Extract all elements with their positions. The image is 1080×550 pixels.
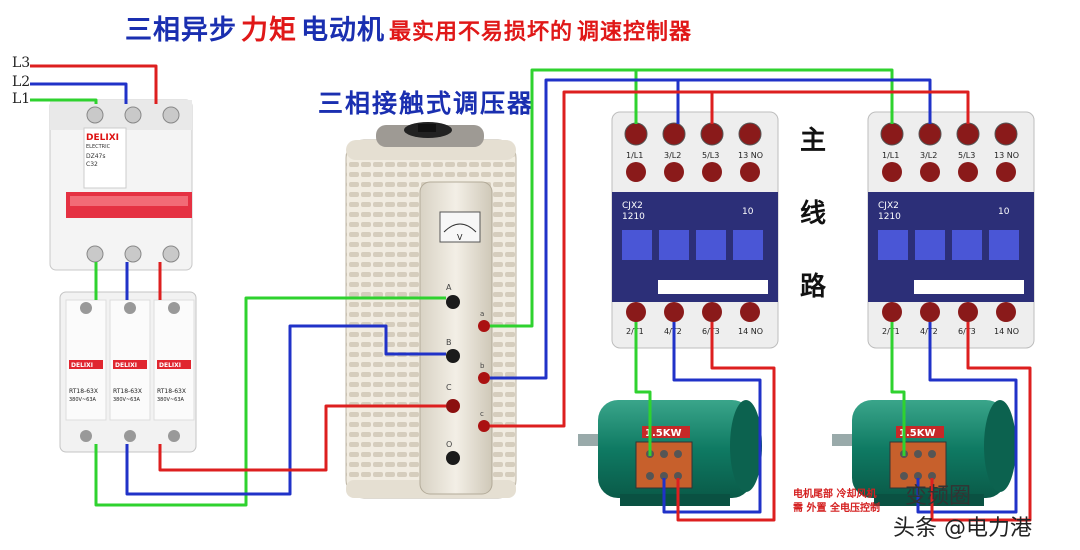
wire-l3-fuse-regulator: [158, 404, 446, 472]
wire-a-output-c2: [636, 68, 894, 124]
contactor-1-rating: 10: [742, 207, 754, 217]
regulator-title: 三相接触式调压器: [318, 89, 535, 118]
fuse-brand-3: DELIXI: [159, 362, 181, 369]
main-line-char-3: 路: [800, 272, 827, 302]
contactor-1-terminal-bottom-4: 14 NO: [738, 327, 763, 336]
voltage-regulator: V A B C O a b c: [345, 122, 517, 499]
contactor-1: CJX2 1210 10 1/L1 3/L2 5/L3 13 NO 2/T1 4…: [611, 111, 779, 349]
fuse-model-3: RT18-63X: [157, 388, 186, 395]
wire-c-output: [490, 90, 714, 428]
wires: [30, 64, 1032, 522]
supply-label-l2: L2: [12, 74, 31, 90]
page-title: 三相异步力矩电动机最实用不易损坏的调速控制器: [125, 8, 696, 47]
wire-c-output-c2: [712, 90, 970, 124]
title-part-3: 电动机: [301, 15, 385, 46]
motor-1-power: 1.5KW: [645, 428, 682, 439]
motor-1: 1.5KW: [578, 400, 762, 506]
circuit-breaker: DELIXI ELECTRIC DZ47s C32: [49, 99, 193, 271]
contactor-1-terminal-top-3: 5/L3: [702, 151, 719, 160]
motor-2: 1.5KW: [832, 400, 1016, 506]
contactor-2-terminal-top-1: 1/L1: [882, 151, 899, 160]
regulator-terminal-o-label: O: [446, 440, 452, 449]
fuse-rating-1: 380V~63A: [69, 397, 97, 403]
wire-motor1-l1: [634, 322, 652, 456]
title-part-4: 最实用不易损坏的: [389, 20, 574, 45]
wire-motor2-l1: [890, 322, 906, 456]
regulator-output-b-label: b: [480, 362, 485, 370]
breaker-rating: C32: [86, 161, 98, 168]
fuse-model-1: RT18-63X: [69, 388, 98, 395]
motor-note-line-1: 电机尾部 冷却风机: [793, 489, 877, 500]
contactor-2-terminal-bottom-4: 14 NO: [994, 327, 1019, 336]
watermark-text: 头条 @电力港: [893, 516, 1032, 541]
wire-b-output-c2: [678, 78, 932, 124]
contactor-2-terminal-top-4: 13 NO: [994, 151, 1019, 160]
contactor-2-code: 1210: [878, 212, 901, 222]
title-part-5: 调速控制器: [577, 20, 693, 45]
wire-l2-fuse-regulator: [125, 324, 446, 496]
motor-note-line-2: 需 外置 全电压控制: [793, 503, 880, 514]
title-part-2: 力矩: [241, 15, 297, 46]
contactor-2-rating: 10: [998, 207, 1010, 217]
contactor-1-terminal-top-4: 13 NO: [738, 151, 763, 160]
regulator-terminal-a-label: A: [446, 283, 452, 292]
main-line-char-1: 主: [800, 126, 827, 156]
fuse-brand-2: DELIXI: [115, 362, 137, 369]
breaker-brand2: ELECTRIC: [86, 144, 111, 150]
wire-motor1-l2: [662, 322, 762, 514]
wire-motor2-l3: [930, 322, 1032, 522]
wire-l3-supply: [30, 64, 158, 104]
regulator-output-c-label: c: [480, 410, 484, 418]
watermark-badge: 变频圈: [905, 484, 972, 509]
supply-label-l1: L1: [12, 91, 31, 107]
contactor-2-terminal-top-3: 5/L3: [958, 151, 975, 160]
contactor-1-model: CJX2: [622, 201, 643, 211]
contactor-1-terminal-top-1: 1/L1: [626, 151, 643, 160]
fuse-brand-1: DELIXI: [71, 362, 93, 369]
voltmeter: [439, 211, 481, 243]
wire-motor2-l2: [916, 322, 1018, 514]
contactor-1-code: 1210: [622, 212, 645, 222]
wire-l2-supply: [30, 82, 128, 104]
fuse-rating-2: 380V~63A: [113, 397, 141, 403]
fuse-model-2: RT18-63X: [113, 388, 142, 395]
supply-label-l3: L3: [12, 55, 31, 71]
regulator-terminal-c-label: C: [446, 383, 452, 392]
wire-a-output: [490, 68, 638, 328]
main-line-char-2: 线: [800, 199, 827, 229]
wire-l1-supply: [30, 98, 98, 104]
voltmeter-letter: V: [457, 233, 463, 242]
fuse-rating-3: 380V~63A: [157, 397, 185, 403]
regulator-terminal-b-label: B: [446, 338, 452, 347]
wire-l1-fuse-regulator: [94, 296, 446, 507]
title-part-1: 三相异步: [125, 15, 237, 46]
motor-note: 电机尾部 冷却风机 需 外置 全电压控制: [793, 488, 880, 516]
contactor-2-terminal-top-2: 3/L2: [920, 151, 937, 160]
wire-b-output: [490, 78, 680, 380]
regulator-output-a-label: a: [480, 310, 484, 318]
contactor-2: CJX2 1210 10 1/L1 3/L2 5/L3 13 NO 2/T1 4…: [867, 111, 1035, 349]
wire-motor1-l3: [676, 322, 776, 522]
motor-2-power: 1.5KW: [899, 428, 936, 439]
contactor-2-model: CJX2: [878, 201, 899, 211]
breaker-brand: DELIXI: [86, 133, 119, 143]
breaker-model: DZ47s: [86, 153, 106, 160]
contactor-1-terminal-top-2: 3/L2: [664, 151, 681, 160]
fuse-holders: DELIXI DELIXI DELIXI RT18-63X RT18-63X R…: [59, 291, 197, 453]
